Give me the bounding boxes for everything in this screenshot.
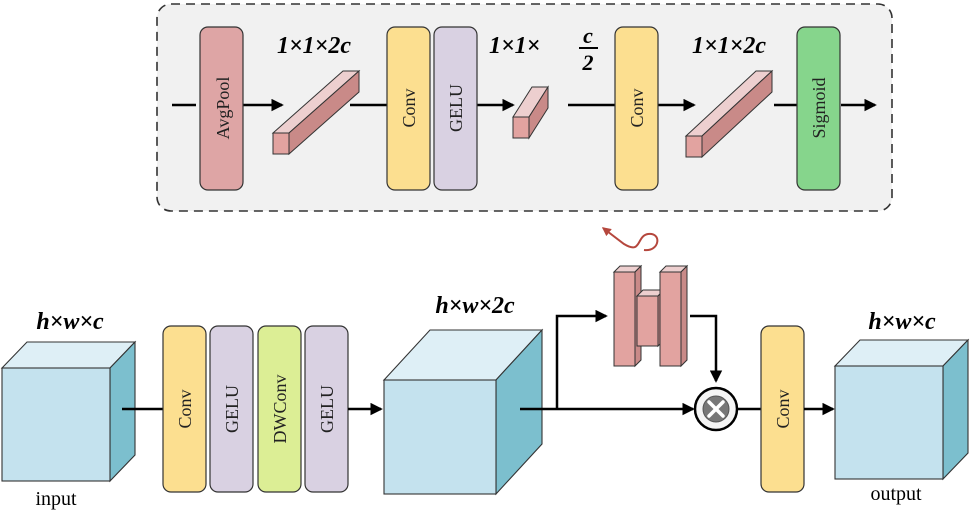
output-dim-label: h×w×c — [868, 309, 936, 335]
dim-label-1x1x-c-over-2: 1×1× c 2 — [489, 23, 598, 75]
conv-label: Conv — [773, 389, 793, 428]
feature-vector-2c — [684, 69, 774, 159]
conv-block-output: Conv — [760, 325, 805, 493]
conv-label: Conv — [627, 88, 647, 127]
feature-vector-2c — [271, 69, 361, 156]
dim-label-1x1x2c: 1×1×2c — [692, 33, 766, 59]
sigmoid-label: Sigmoid — [809, 77, 829, 138]
gelu-label: GELU — [446, 84, 466, 132]
conv-block-2: Conv — [614, 26, 659, 191]
input-label: input — [35, 488, 77, 510]
expand-arrow — [601, 227, 659, 252]
feature-vector-c-half — [512, 85, 549, 140]
arrow — [690, 314, 723, 383]
avgpool-block: AvgPool — [199, 26, 244, 191]
avgpool-label: AvgPool — [213, 77, 233, 140]
output-label: output — [870, 483, 922, 505]
conv-block: Conv — [386, 26, 431, 191]
gelu-block: GELU — [433, 26, 478, 191]
gelu-block-2: GELU — [304, 325, 349, 493]
conv-block: Conv — [162, 325, 207, 493]
dwconv-block: DWConv — [257, 325, 302, 493]
conv-label: Conv — [399, 88, 419, 127]
output-cube — [833, 338, 970, 481]
gelu-label: GELU — [317, 385, 337, 433]
svg-text:c: c — [583, 23, 593, 48]
input-dim-label: h×w×c — [36, 309, 104, 335]
feature-cube — [382, 328, 544, 496]
svg-text:2: 2 — [582, 50, 594, 75]
dwconv-label: DWConv — [270, 375, 290, 444]
gelu-block: GELU — [209, 325, 254, 493]
branch-arrow — [555, 309, 608, 409]
gelu-label: GELU — [222, 385, 242, 433]
svg-text:1×1×: 1×1× — [489, 33, 540, 59]
attention-module-icon — [612, 264, 689, 368]
input-cube — [0, 340, 137, 483]
dim-label-1x1x2c: 1×1×2c — [277, 33, 351, 59]
multiply-icon — [693, 386, 739, 432]
conv-label: Conv — [175, 389, 195, 428]
mid-dim-label: h×w×2c — [435, 293, 515, 319]
sigmoid-block: Sigmoid — [796, 26, 841, 191]
